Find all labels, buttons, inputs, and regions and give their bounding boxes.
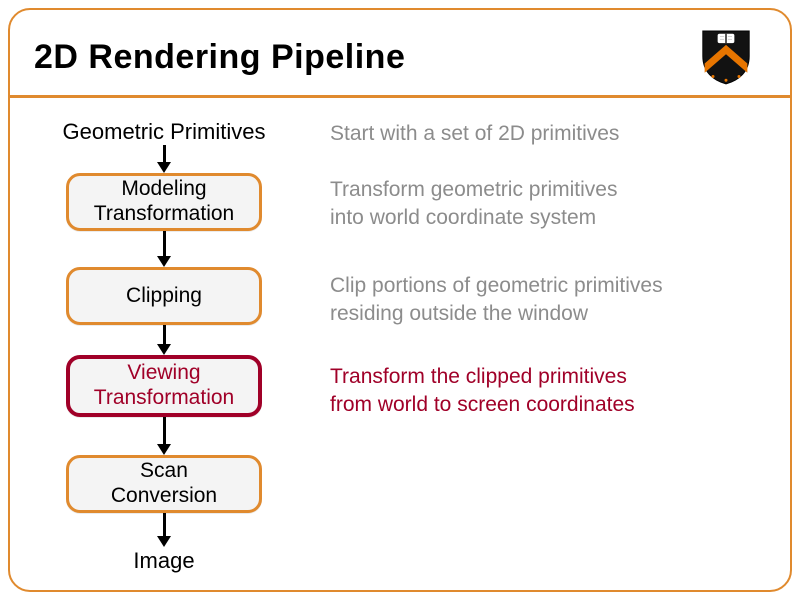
flow-start-label: Geometric Primitives <box>62 119 266 144</box>
pipeline-step-viewing-transformation: Viewing Transformation <box>66 355 262 417</box>
flow-arrow-icon <box>157 231 171 267</box>
arrow-head <box>157 162 171 173</box>
flow-arrow-icon <box>157 325 171 355</box>
arrow-head <box>157 344 171 355</box>
arrow-line <box>162 145 166 162</box>
flow-arrow-icon <box>157 145 171 173</box>
princeton-shield-logo <box>702 30 750 85</box>
arrow-head <box>157 256 171 267</box>
arrow-line <box>162 325 166 344</box>
pipeline-step-scan-conversion: Scan Conversion <box>66 455 262 513</box>
annotation-start-primitives: Start with a set of 2D primitives <box>330 122 620 145</box>
page-title: 2D Rendering Pipeline <box>34 38 406 76</box>
pipeline-flowchart: Geometric Primitives Modeling Transforma… <box>40 118 288 574</box>
arrow-head <box>157 536 171 547</box>
annotation-modeling-transformation: Transform geometric primitives into worl… <box>330 178 618 229</box>
pipeline-step-modeling-transformation: Modeling Transformation <box>66 173 262 231</box>
arrow-line <box>162 417 166 444</box>
arrow-line <box>162 231 166 256</box>
arrow-line <box>162 513 166 536</box>
annotation-clipping: Clip portions of geometric primitives re… <box>330 274 663 325</box>
pipeline-step-clipping: Clipping <box>66 267 262 325</box>
flow-end-label: Image <box>133 548 195 573</box>
title-divider <box>10 95 790 98</box>
annotation-viewing-transformation: Transform the clipped primitives from wo… <box>330 365 635 416</box>
arrow-head <box>157 444 171 455</box>
flow-arrow-icon <box>157 513 171 547</box>
flow-arrow-icon <box>157 417 171 455</box>
